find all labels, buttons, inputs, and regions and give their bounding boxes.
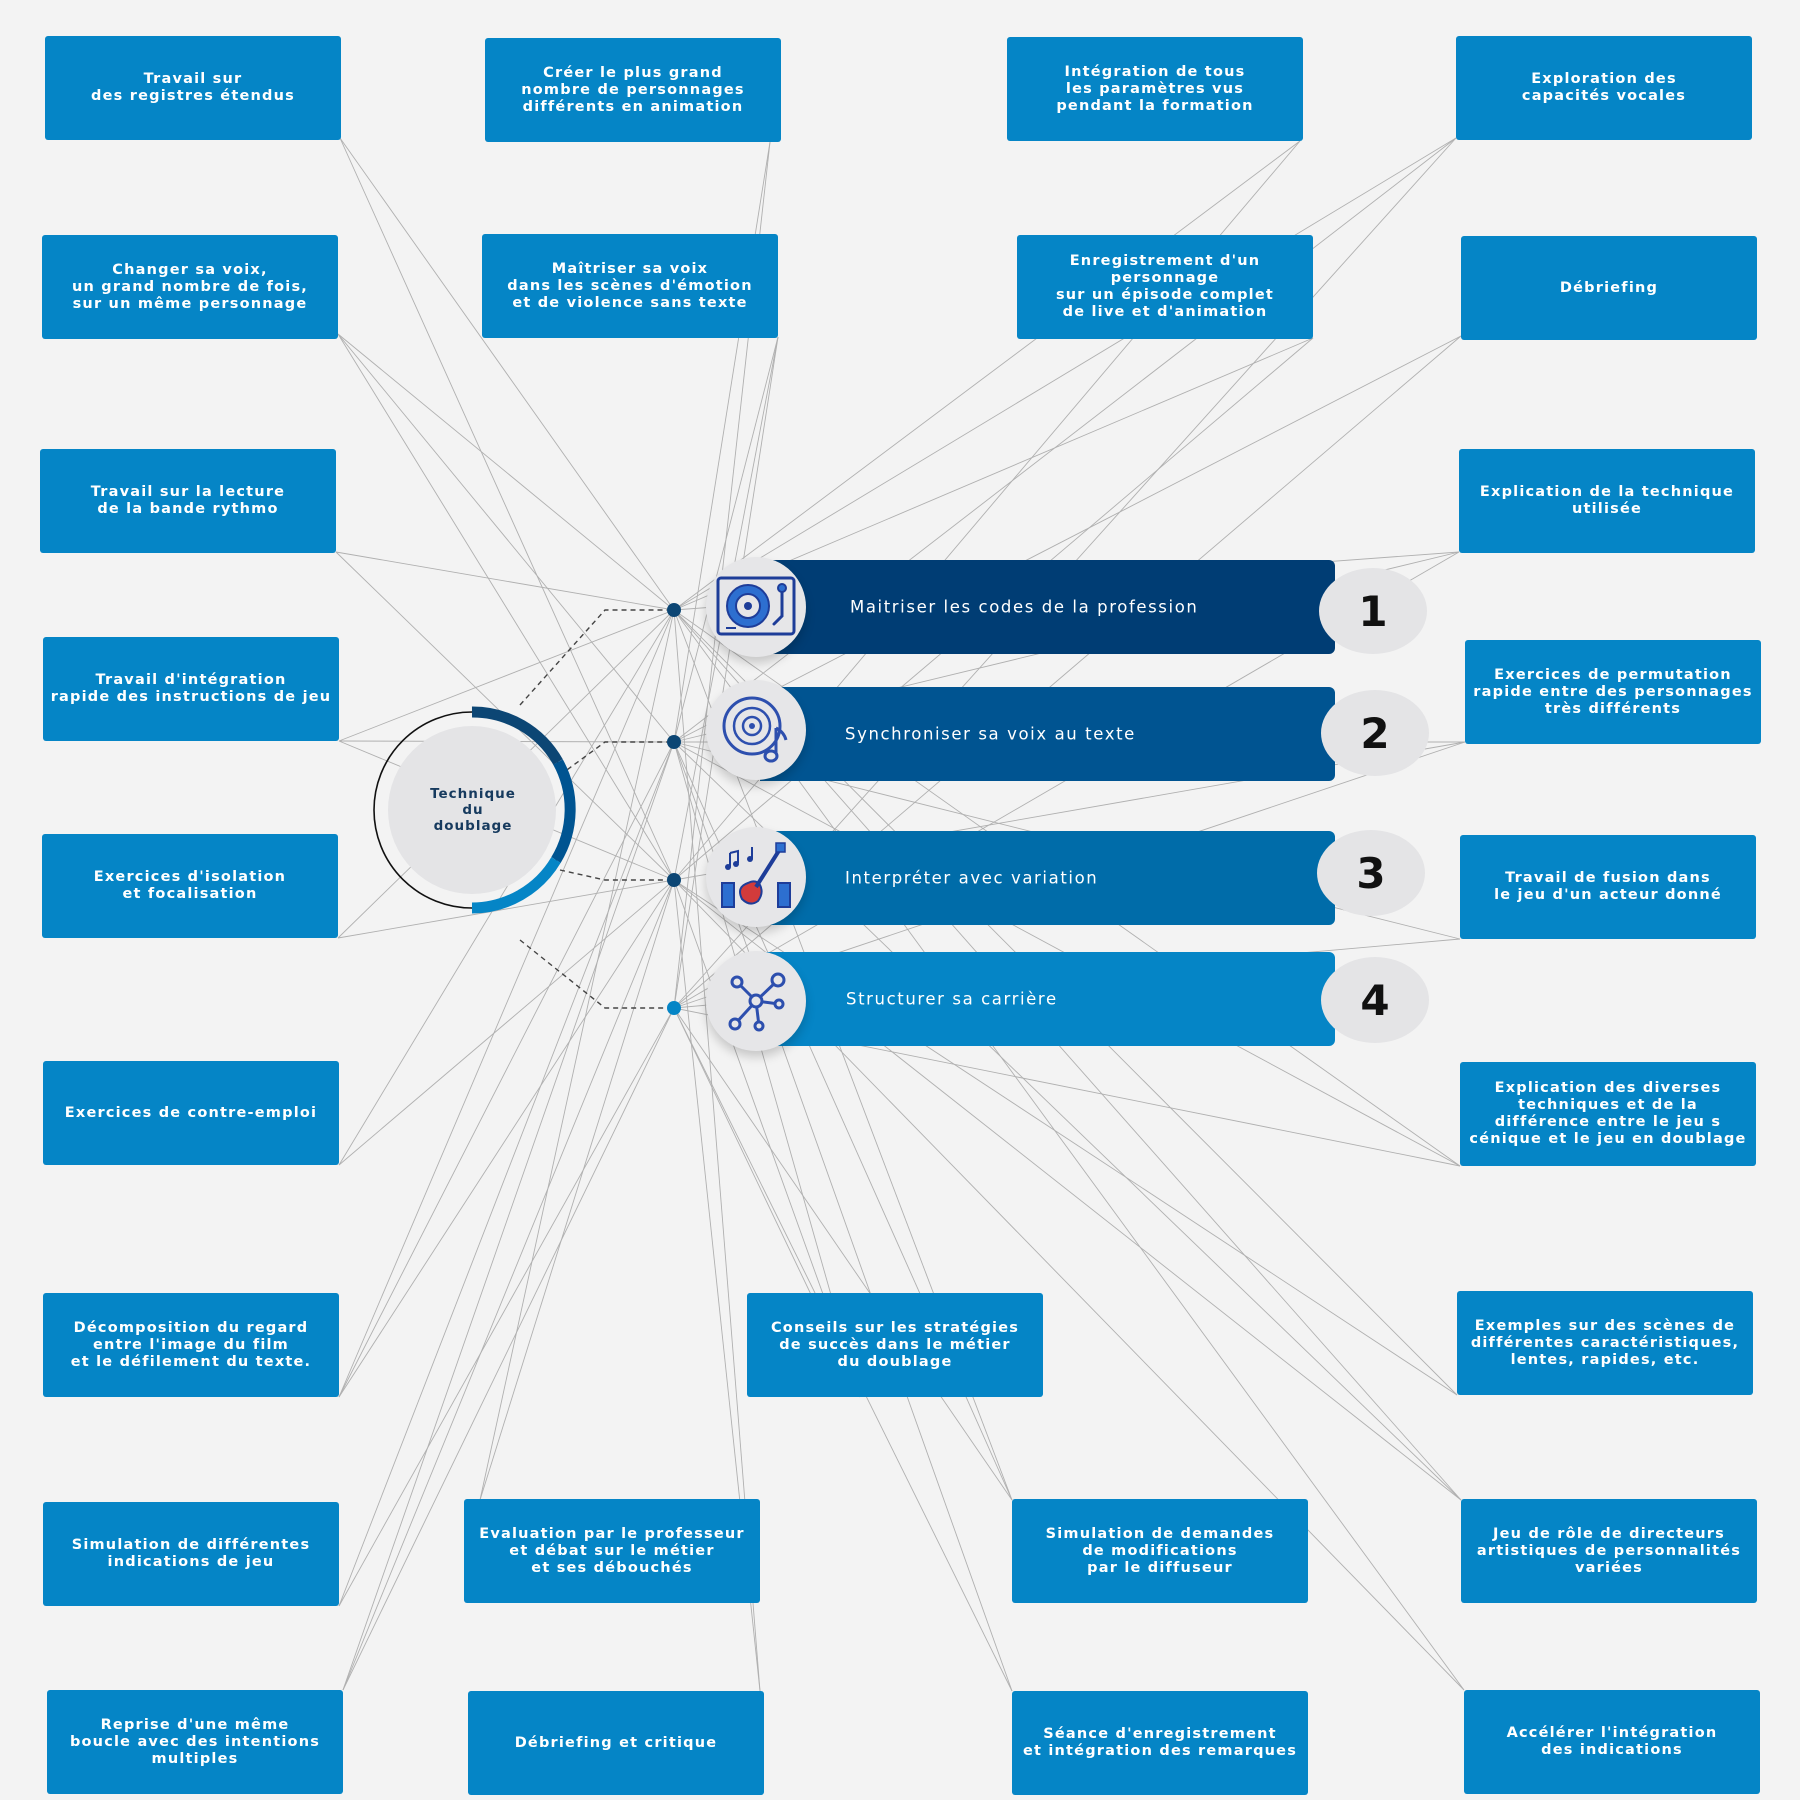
box-integration-parametres: Intégration de tous les paramètres vus p…	[1007, 37, 1303, 141]
music-disc-icon	[722, 696, 788, 763]
connector-line	[337, 879, 675, 939]
hub-dot-2	[667, 735, 681, 749]
step-3-bar: Interpréter avec variation	[760, 831, 1335, 925]
box-travail-registres: Travail sur des registres étendus	[45, 36, 341, 140]
hub-dot-4	[667, 1001, 681, 1015]
box-conseils-strategies: Conseils sur les stratégies de succès da…	[747, 1293, 1043, 1397]
box-jeu-role-directeurs: Jeu de rôle de directeurs artistiques de…	[1461, 1499, 1757, 1603]
step-1-bar: Maitriser les codes de la profession	[760, 560, 1335, 654]
connector-line	[339, 137, 675, 611]
guitar-music-icon	[721, 842, 791, 908]
box-exemples-scenes: Exemples sur des scènes de différentes c…	[1457, 1291, 1753, 1395]
connector-line	[335, 551, 675, 611]
box-maitriser-voix-emotion: Maîtriser sa voix dans les scènes d'émot…	[482, 234, 778, 338]
box-decomposition-regard: Décomposition du regard entre l'image du…	[43, 1293, 339, 1397]
connector-line	[339, 137, 675, 881]
connector-line	[342, 1007, 675, 1691]
connector-line	[673, 140, 1301, 611]
box-permutation-personnages: Exercices de permutation rapide entre de…	[1465, 640, 1761, 744]
box-seance-enregistrement: Séance d'enregistrement et intégration d…	[1012, 1691, 1308, 1795]
step-4-label: Structurer sa carrière	[846, 989, 1058, 1009]
box-evaluation-professeur: Evaluation par le professeur et débat su…	[464, 1499, 760, 1603]
box-enregistrement-personnage: Enregistrement d'un personnage sur un ép…	[1017, 235, 1313, 339]
step-3-label: Interpréter avec variation	[845, 868, 1099, 888]
center-label: Technique du doublage	[430, 786, 516, 834]
box-accelerer-integration: Accélérer l'intégration des indications	[1464, 1690, 1760, 1794]
connector-line	[673, 336, 779, 743]
hub-dot-3	[667, 873, 681, 887]
step-3-number: 3	[1317, 830, 1425, 916]
connector-line	[673, 741, 861, 1398]
connector-line	[338, 609, 675, 742]
box-lecture-bande-rythmo: Travail sur la lecture de la bande rythm…	[40, 449, 336, 553]
step-4-number: 4	[1321, 957, 1429, 1043]
step-2-bar: Synchroniser sa voix au texte	[760, 687, 1335, 781]
box-debriefing: Débriefing	[1461, 236, 1757, 340]
box-contre-emploi: Exercices de contre-emploi	[43, 1061, 339, 1165]
box-explication-diverses-techniques: Explication des diverses techniques et d…	[1460, 1062, 1756, 1166]
box-fusion-acteur: Travail de fusion dans le jeu d'un acteu…	[1460, 835, 1756, 939]
box-debriefing-critique: Débriefing et critique	[468, 1691, 764, 1795]
hub-dot-1	[667, 603, 681, 617]
dashed-connector	[519, 609, 667, 706]
connector-line	[337, 333, 675, 611]
center-ring	[373, 706, 576, 914]
connector-line	[337, 333, 675, 743]
step-2-number: 2	[1321, 690, 1429, 776]
connector-line	[338, 879, 675, 1398]
connector-line	[338, 609, 675, 1166]
box-simulation-demandes: Simulation de demandes de modifications …	[1012, 1499, 1308, 1603]
connector-line	[338, 1007, 675, 1607]
step-4-icon-circle	[706, 951, 806, 1051]
box-isolation-focalisation: Exercices d'isolation et focalisation	[42, 834, 338, 938]
connector-line	[673, 609, 1465, 1691]
connector-line	[673, 335, 1462, 743]
dashed-connector	[519, 939, 667, 1009]
box-changer-voix: Changer sa voix, un grand nombre de fois…	[42, 235, 338, 339]
connector-line	[673, 1007, 1013, 1501]
dashed-connector	[559, 869, 667, 881]
connector-line	[342, 741, 675, 1691]
box-explication-technique: Explication de la technique utilisée	[1459, 449, 1755, 553]
box-simulation-indications: Simulation de différentes indications de…	[43, 1502, 339, 1606]
dashed-connector	[559, 741, 667, 776]
connector-line	[673, 336, 779, 1009]
box-integration-rapide: Travail d'intégration rapide des instruc…	[43, 637, 339, 741]
step-1-number: 1	[1319, 568, 1427, 654]
step-1-label: Maitriser les codes de la profession	[850, 597, 1199, 617]
connector-line	[342, 879, 675, 1691]
box-exploration-capacites: Exploration des capacités vocales	[1456, 36, 1752, 140]
turntable-icon	[716, 576, 796, 636]
network-nodes-icon	[728, 972, 786, 1032]
connector-line	[338, 609, 675, 1398]
connector-line	[338, 741, 675, 1607]
connector-line	[479, 879, 675, 1501]
connector-line	[479, 609, 675, 1501]
box-creer-personnages: Créer le plus grand nombre de personnage…	[485, 38, 781, 142]
step-1-icon-circle	[706, 557, 806, 657]
connector-line	[338, 879, 675, 1166]
step-2-label: Synchroniser sa voix au texte	[845, 724, 1136, 744]
connector-line	[337, 333, 675, 881]
box-reprise-boucle: Reprise d'une même boucle avec des inten…	[47, 1690, 343, 1794]
step-4-bar: Structurer sa carrière	[760, 952, 1335, 1046]
connector-line	[673, 137, 1457, 611]
connector-line	[338, 741, 675, 1398]
step-3-icon-circle	[706, 827, 806, 927]
step-2-icon-circle	[706, 680, 806, 780]
